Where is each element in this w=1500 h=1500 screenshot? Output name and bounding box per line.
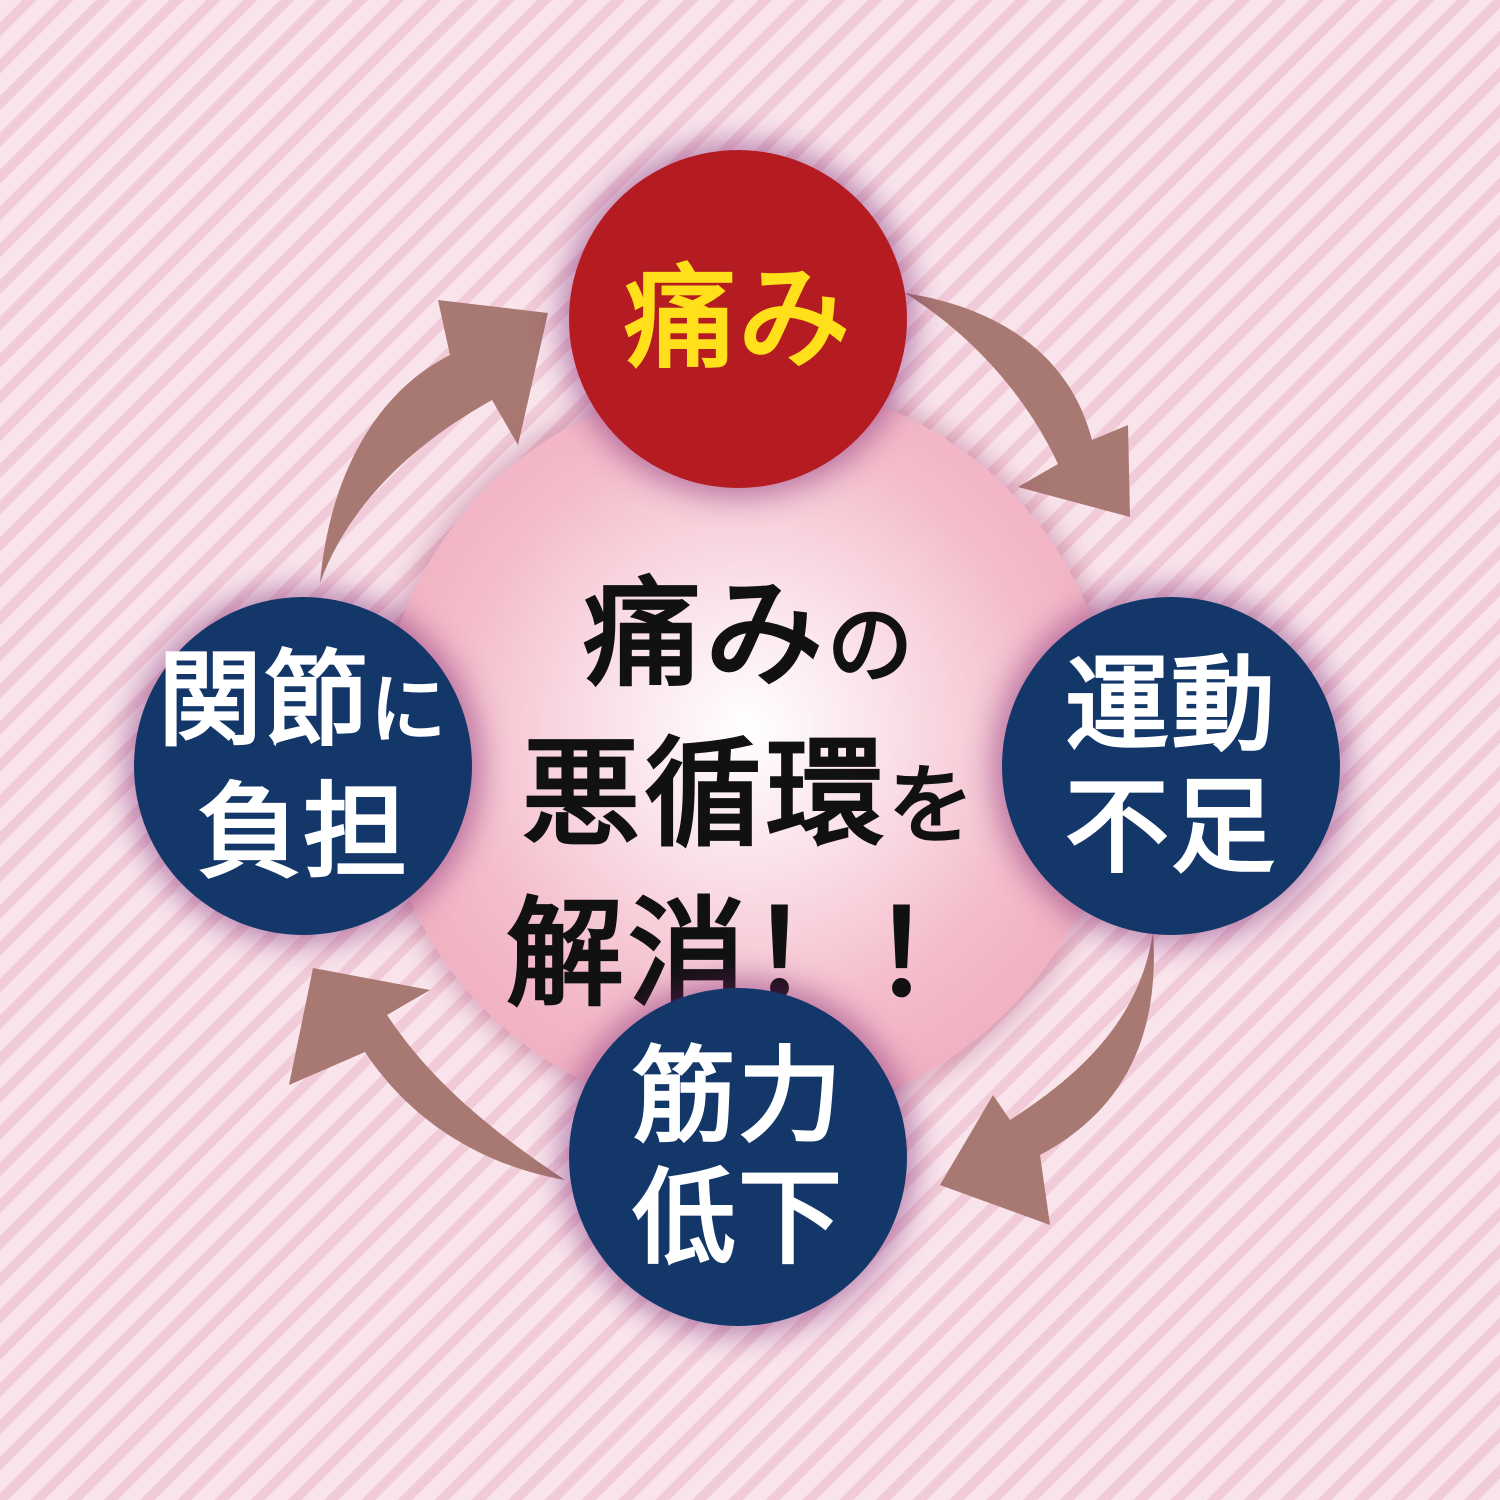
node-muscle-weakness-line-2: 低下 bbox=[631, 1157, 844, 1279]
node-muscle-weakness-line-1: 筋力 bbox=[631, 1035, 844, 1157]
node-lack-of-exercise-line-2: 不足 bbox=[1064, 766, 1277, 888]
arrow-top-to-right bbox=[905, 293, 1130, 517]
arrow-right-to-bottom bbox=[940, 932, 1154, 1225]
center-message: 痛みの 悪循環を 解消！！ bbox=[470, 560, 1030, 1028]
center-line-2-main: 悪循環 bbox=[521, 724, 888, 863]
node-joint-burden-line-1-small: に bbox=[370, 665, 448, 754]
center-line-1: 痛みの bbox=[470, 560, 1030, 720]
arrow-bottom-to-left bbox=[289, 968, 565, 1180]
center-line-1-small: の bbox=[827, 595, 917, 696]
node-muscle-weakness: 筋力 低下 bbox=[569, 988, 907, 1326]
node-pain-label: 痛み bbox=[624, 254, 852, 384]
node-joint-burden: 関節に 負担 bbox=[134, 597, 472, 935]
node-joint-burden-line-1: 関節に bbox=[158, 639, 448, 771]
node-pain: 痛み bbox=[569, 150, 907, 488]
node-joint-burden-line-2: 負担 bbox=[196, 771, 409, 893]
node-lack-of-exercise-line-1: 運動 bbox=[1064, 644, 1277, 766]
node-joint-burden-line-1-main: 関節 bbox=[157, 639, 370, 761]
center-line-2-small: を bbox=[888, 755, 978, 856]
node-lack-of-exercise: 運動 不足 bbox=[1002, 597, 1340, 935]
center-line-1-main: 痛み bbox=[582, 564, 827, 703]
arrow-left-to-top bbox=[320, 300, 548, 583]
center-line-2: 悪循環を bbox=[470, 720, 1030, 880]
